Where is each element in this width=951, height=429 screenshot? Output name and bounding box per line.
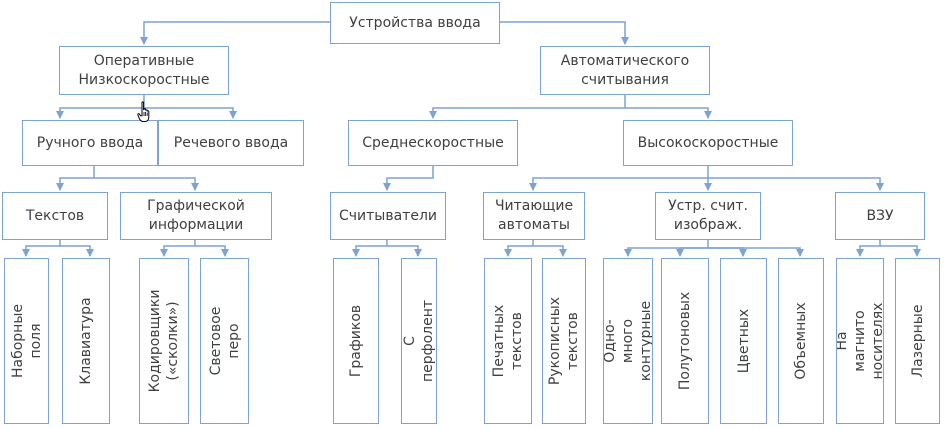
leaf-label: Кодировщики («сколки») (147, 289, 181, 393)
node-vzu: ВЗУ (835, 192, 925, 240)
node-readers: Считыватели (330, 192, 446, 240)
node-label: Читающие автоматы (494, 198, 574, 233)
node-operative-low-speed: Оперативные Низкоскоростные (59, 46, 229, 95)
leaf-label: Полутоновых (677, 291, 693, 391)
node-label: Речевого ввода (173, 134, 289, 151)
node-voice-input: Речевого ввода (158, 120, 304, 166)
node-graphic-info: Графической информации (120, 192, 272, 240)
leaf-label: Клавиатура (78, 297, 94, 385)
leaf-label: Световое перо (207, 306, 242, 376)
node-input-devices: Устройства ввода (330, 2, 500, 44)
node-label: Считыватели (339, 207, 437, 224)
leaf-halftone: Полутоновых (661, 258, 709, 424)
leaf-label: На магнито носителях (836, 302, 884, 380)
leaf-label: Объемных (793, 302, 809, 380)
node-label: Устройства ввода (349, 14, 481, 31)
node-label: Устр. счит. изображ. (668, 198, 748, 233)
leaf-handwritten-texts: Рукописных текстов (542, 258, 586, 424)
node-label: Высокоскоростные (637, 134, 779, 151)
leaf-contour: Одно- много контурные (603, 258, 653, 424)
node-medium-speed: Среднескоростные (348, 120, 518, 166)
leaf-light-pen: Световое перо (200, 258, 249, 424)
node-automatic-reading: Автоматического считывания (540, 46, 710, 95)
leaf-magnetic-media: На магнито носителях (836, 258, 884, 424)
hand-pointer-icon (137, 101, 150, 122)
node-label: Текстов (25, 207, 85, 224)
leaf-label: Графиков (348, 304, 364, 378)
leaf-keyboard: Клавиатура (62, 258, 110, 424)
leaf-coders: Кодировщики («сколки») (139, 258, 189, 424)
leaf-laser: Лазерные (895, 258, 940, 424)
leaf-color: Цветных (720, 258, 767, 424)
leaf-label: Лазерные (909, 304, 926, 378)
node-label: Графической информации (147, 198, 245, 233)
leaf-label: С перфолент (402, 299, 436, 383)
node-texts: Текстов (2, 192, 108, 240)
leaf-label: Цветных (735, 308, 752, 374)
node-high-speed: Высокоскоростные (623, 120, 793, 166)
node-label: Ручного ввода (36, 134, 144, 151)
leaf-volume: Объемных (778, 258, 824, 424)
node-label: ВЗУ (866, 207, 894, 224)
leaf-label: Рукописных текстов (547, 296, 581, 386)
leaf-typing-fields: Наборные поля (4, 258, 49, 424)
leaf-label: Наборные поля (9, 303, 44, 379)
node-image-readers: Устр. счит. изображ. (655, 192, 761, 240)
leaf-punchtape: С перфолент (401, 258, 437, 424)
node-label: Автоматического считывания (560, 52, 690, 88)
leaf-graphs: Графиков (333, 258, 379, 424)
leaf-label: Печатных текстов (491, 304, 525, 378)
node-label: Среднескоростные (362, 134, 504, 151)
leaf-printed-texts: Печатных текстов (484, 258, 532, 424)
leaf-label: Одно- много контурные (603, 300, 653, 382)
node-reading-automata: Читающие автоматы (483, 192, 585, 240)
node-label: Оперативные Низкоскоростные (78, 52, 210, 88)
node-manual-input: Ручного ввода (22, 120, 158, 166)
